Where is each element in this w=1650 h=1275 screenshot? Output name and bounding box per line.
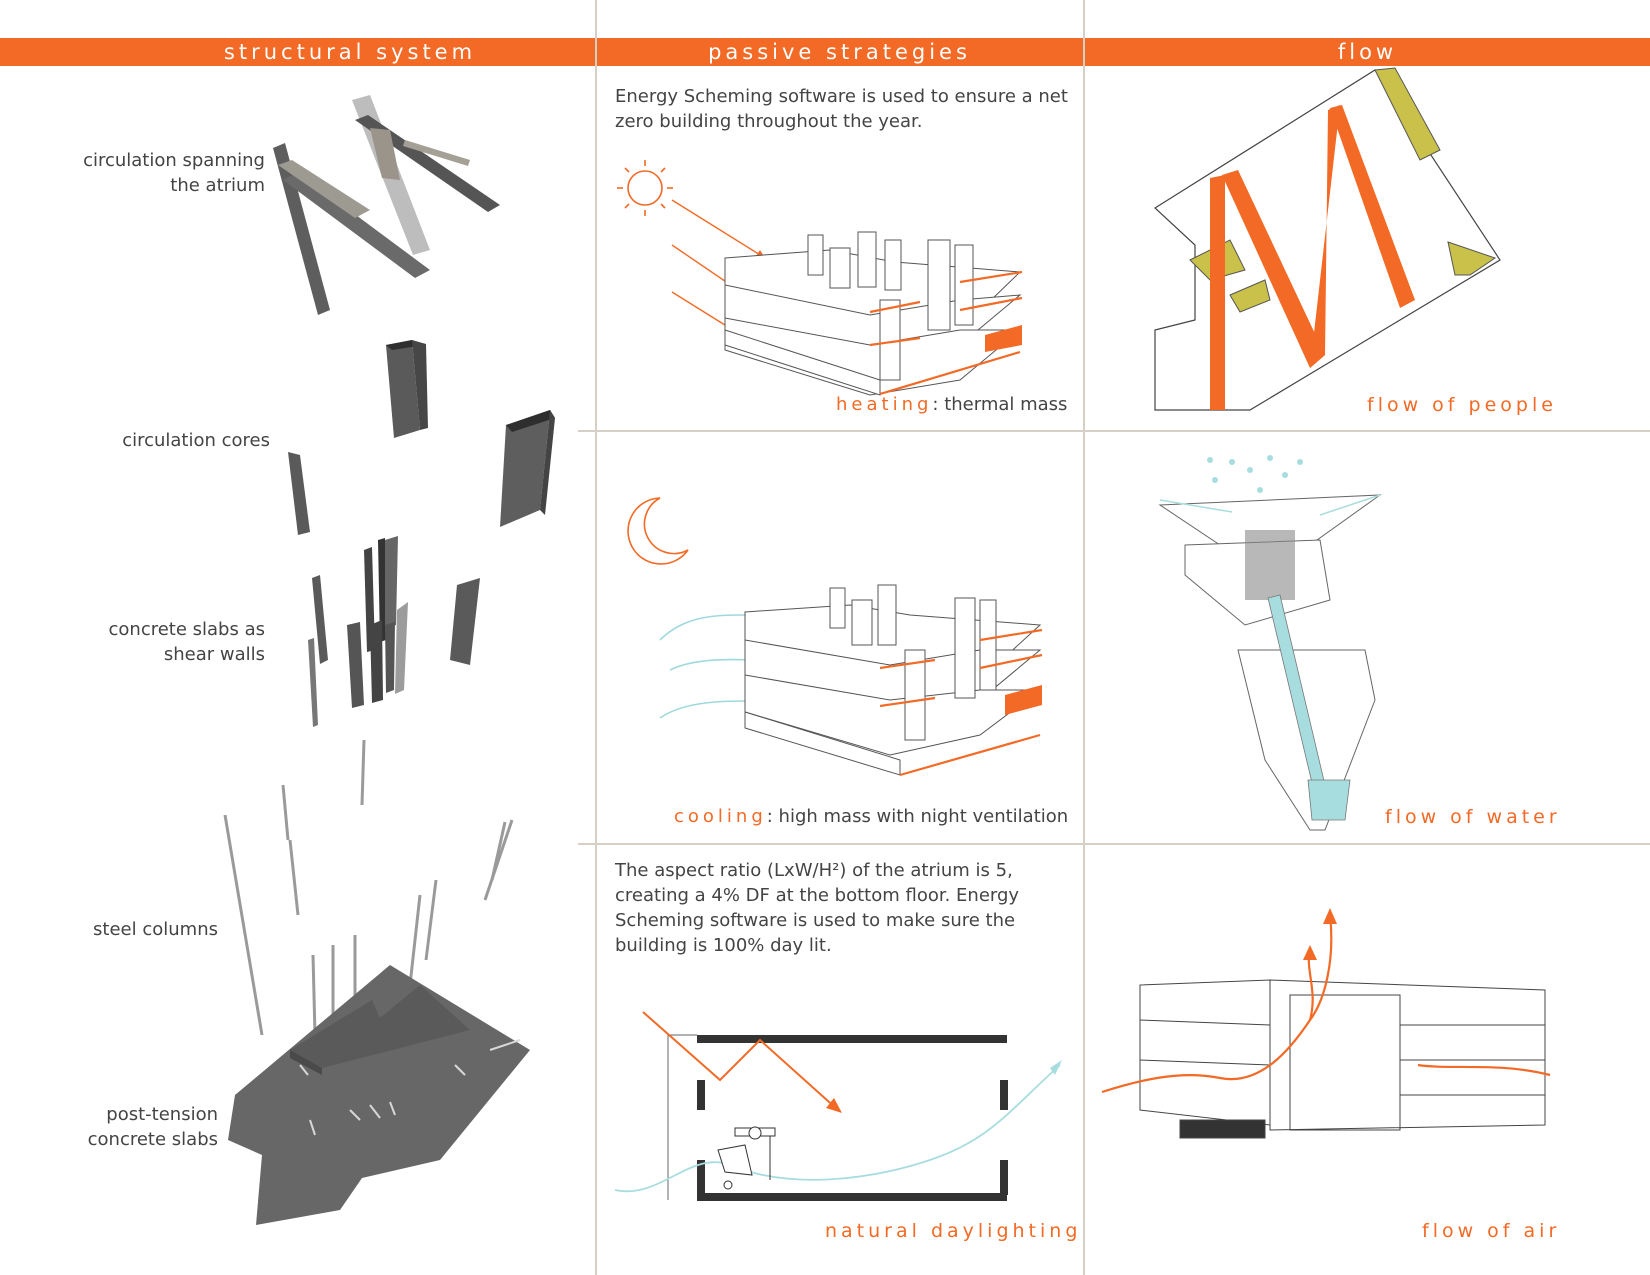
text-line: Energy Scheming software is used to ensu… bbox=[615, 86, 1068, 107]
cooling-building-drawing bbox=[744, 584, 1042, 776]
text-line: creating a 4% DF at the bottom floor. En… bbox=[615, 885, 1020, 906]
flow-of-air-drawing bbox=[1139, 979, 1546, 1139]
daylighting-section-drawing bbox=[614, 1011, 1062, 1201]
natural-daylighting-caption: natural daylighting bbox=[825, 1220, 1082, 1242]
column-divider-right-bottom bbox=[1083, 845, 1085, 1275]
structural-system-title: structural system bbox=[223, 40, 477, 64]
label-line: concrete slabs as bbox=[108, 619, 266, 640]
flow-of-water-drawing bbox=[1158, 455, 1382, 831]
cooling-accent-label: cooling bbox=[674, 806, 767, 827]
moon-icon bbox=[627, 497, 689, 565]
text-line: building is 100% day lit. bbox=[615, 935, 832, 956]
column-divider-right-top bbox=[1083, 0, 1085, 845]
label-line: shear walls bbox=[163, 644, 265, 665]
flow-of-water-caption: flow of water bbox=[1385, 806, 1561, 828]
daylighting-description: The aspect ratio (LxW/H²) of the atrium … bbox=[615, 858, 1075, 958]
post-tension-slab-drawing bbox=[228, 965, 530, 1225]
label-shear-walls: concrete slabs as shear walls bbox=[60, 617, 266, 667]
label-circulation-cores: circulation cores bbox=[122, 430, 270, 451]
label-line: the atrium bbox=[170, 175, 265, 196]
text-line: The aspect ratio (LxW/H²) of the atrium … bbox=[615, 860, 1013, 881]
label-circulation-spanning: circulation spanning the atrium bbox=[60, 148, 265, 198]
cooling-caption: cooling: high mass with night ventilatio… bbox=[674, 806, 1068, 827]
flow-of-air-caption: flow of air bbox=[1422, 1220, 1561, 1242]
label-line: concrete slabs bbox=[87, 1129, 218, 1150]
label-steel-columns: steel columns bbox=[93, 919, 218, 940]
energy-scheming-intro: Energy Scheming software is used to ensu… bbox=[615, 84, 1075, 134]
circulation-cores-drawing bbox=[288, 340, 555, 535]
label-line: post-tension bbox=[106, 1104, 218, 1125]
heating-accent-label: heating bbox=[836, 394, 933, 415]
header-banner: structural system passive strategies flo… bbox=[0, 38, 1650, 66]
row-divider-1 bbox=[578, 430, 1650, 432]
shear-walls-drawing bbox=[308, 536, 480, 727]
flow-of-people-drawing bbox=[1154, 67, 1501, 411]
row-divider-2 bbox=[578, 843, 1650, 845]
text-line: Scheming software is used to make sure t… bbox=[615, 910, 1016, 931]
steel-columns-drawing bbox=[223, 739, 514, 1036]
passive-strategies-title: passive strategies bbox=[708, 40, 971, 64]
desk-figure bbox=[717, 1126, 776, 1190]
circulation-beams-drawing bbox=[273, 95, 500, 315]
heating-rest-label: : thermal mass bbox=[932, 394, 1068, 415]
text-line: zero building throughout the year. bbox=[615, 111, 923, 132]
heating-building-drawing bbox=[724, 231, 1022, 396]
heating-caption: heating: thermal mass bbox=[836, 394, 1067, 415]
label-post-tension: post-tension concrete slabs bbox=[40, 1102, 218, 1152]
column-divider-left bbox=[595, 0, 597, 1275]
flow-title: flow bbox=[1337, 40, 1398, 64]
sun-icon bbox=[617, 160, 673, 216]
flow-of-people-caption: flow of people bbox=[1367, 394, 1557, 416]
cooling-rest-label: : high mass with night ventilation bbox=[766, 806, 1069, 827]
label-line: circulation spanning bbox=[83, 150, 265, 171]
